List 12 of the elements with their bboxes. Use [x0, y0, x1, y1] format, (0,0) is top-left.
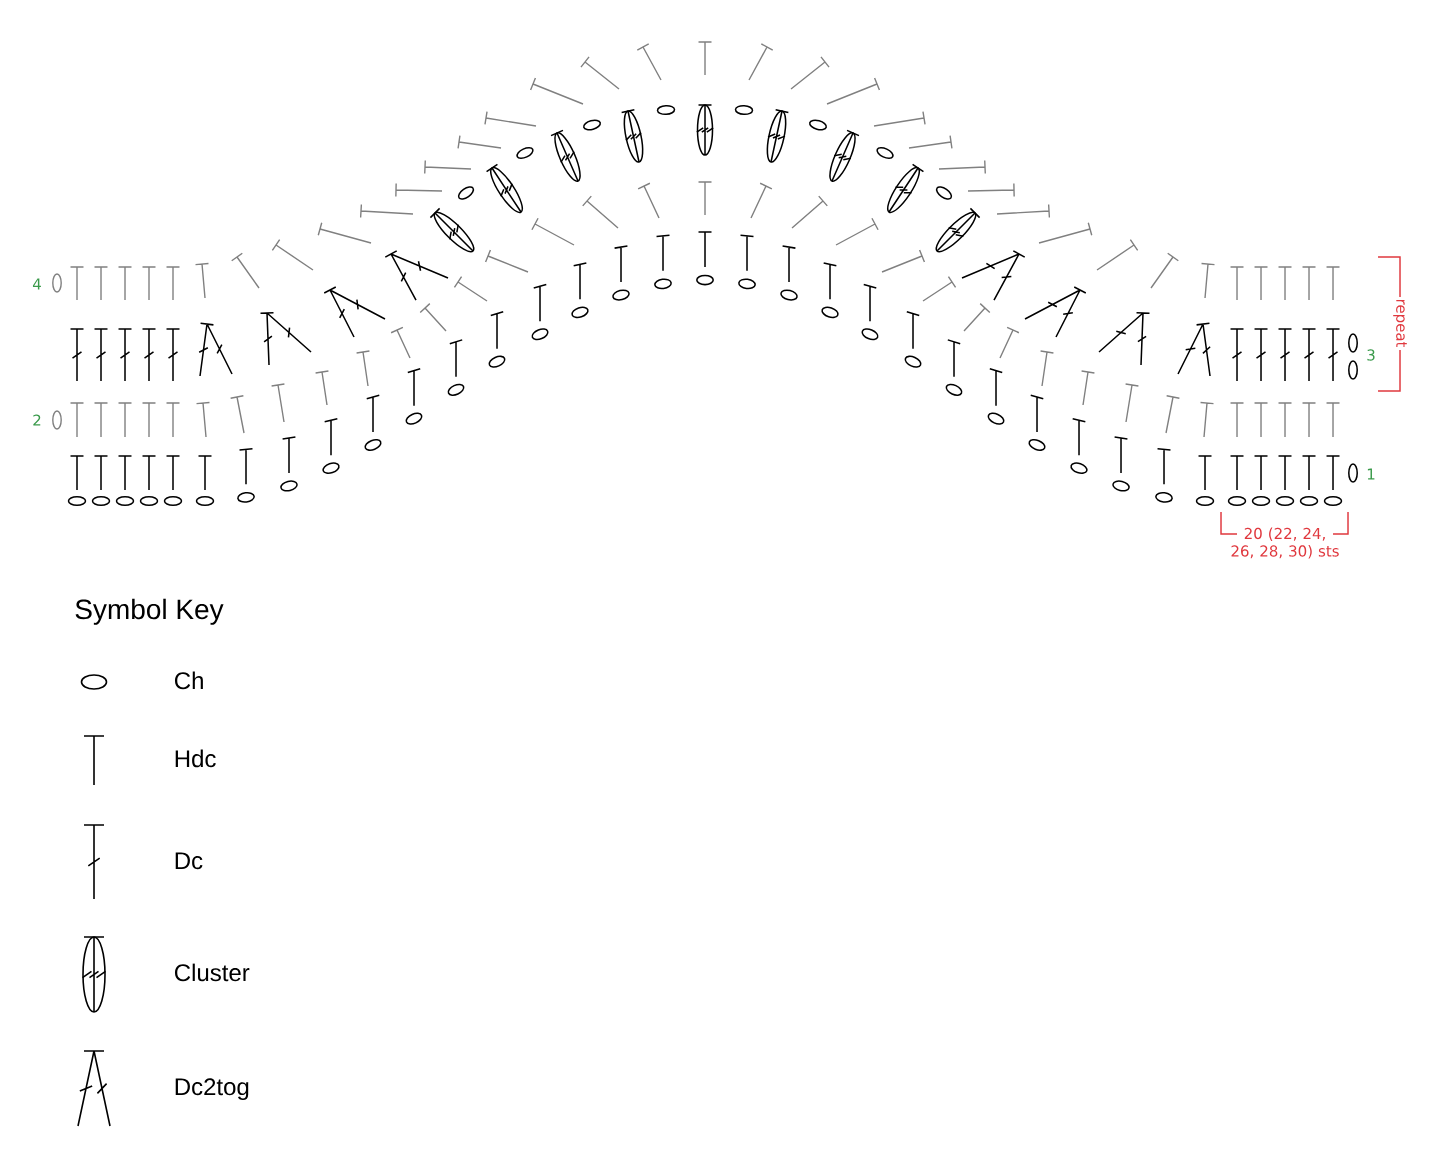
bracket-label: 20 (22, 24, 26, 28, 30) sts	[1231, 527, 1339, 559]
legend-label: Hdc	[175, 749, 216, 768]
row-number: 4	[32, 278, 41, 290]
row-number: 2	[33, 414, 41, 426]
row-number: 1	[1367, 468, 1375, 480]
bracket-label: repeat	[1393, 299, 1407, 348]
row-number: 3	[1367, 349, 1375, 361]
legend-title: Symbol Key	[75, 598, 224, 625]
legend-label: Dc2tog	[175, 1078, 249, 1100]
legend-label: Dc	[175, 852, 203, 870]
legend-label: Cluster	[175, 963, 250, 982]
legend-label: Ch	[175, 671, 203, 690]
